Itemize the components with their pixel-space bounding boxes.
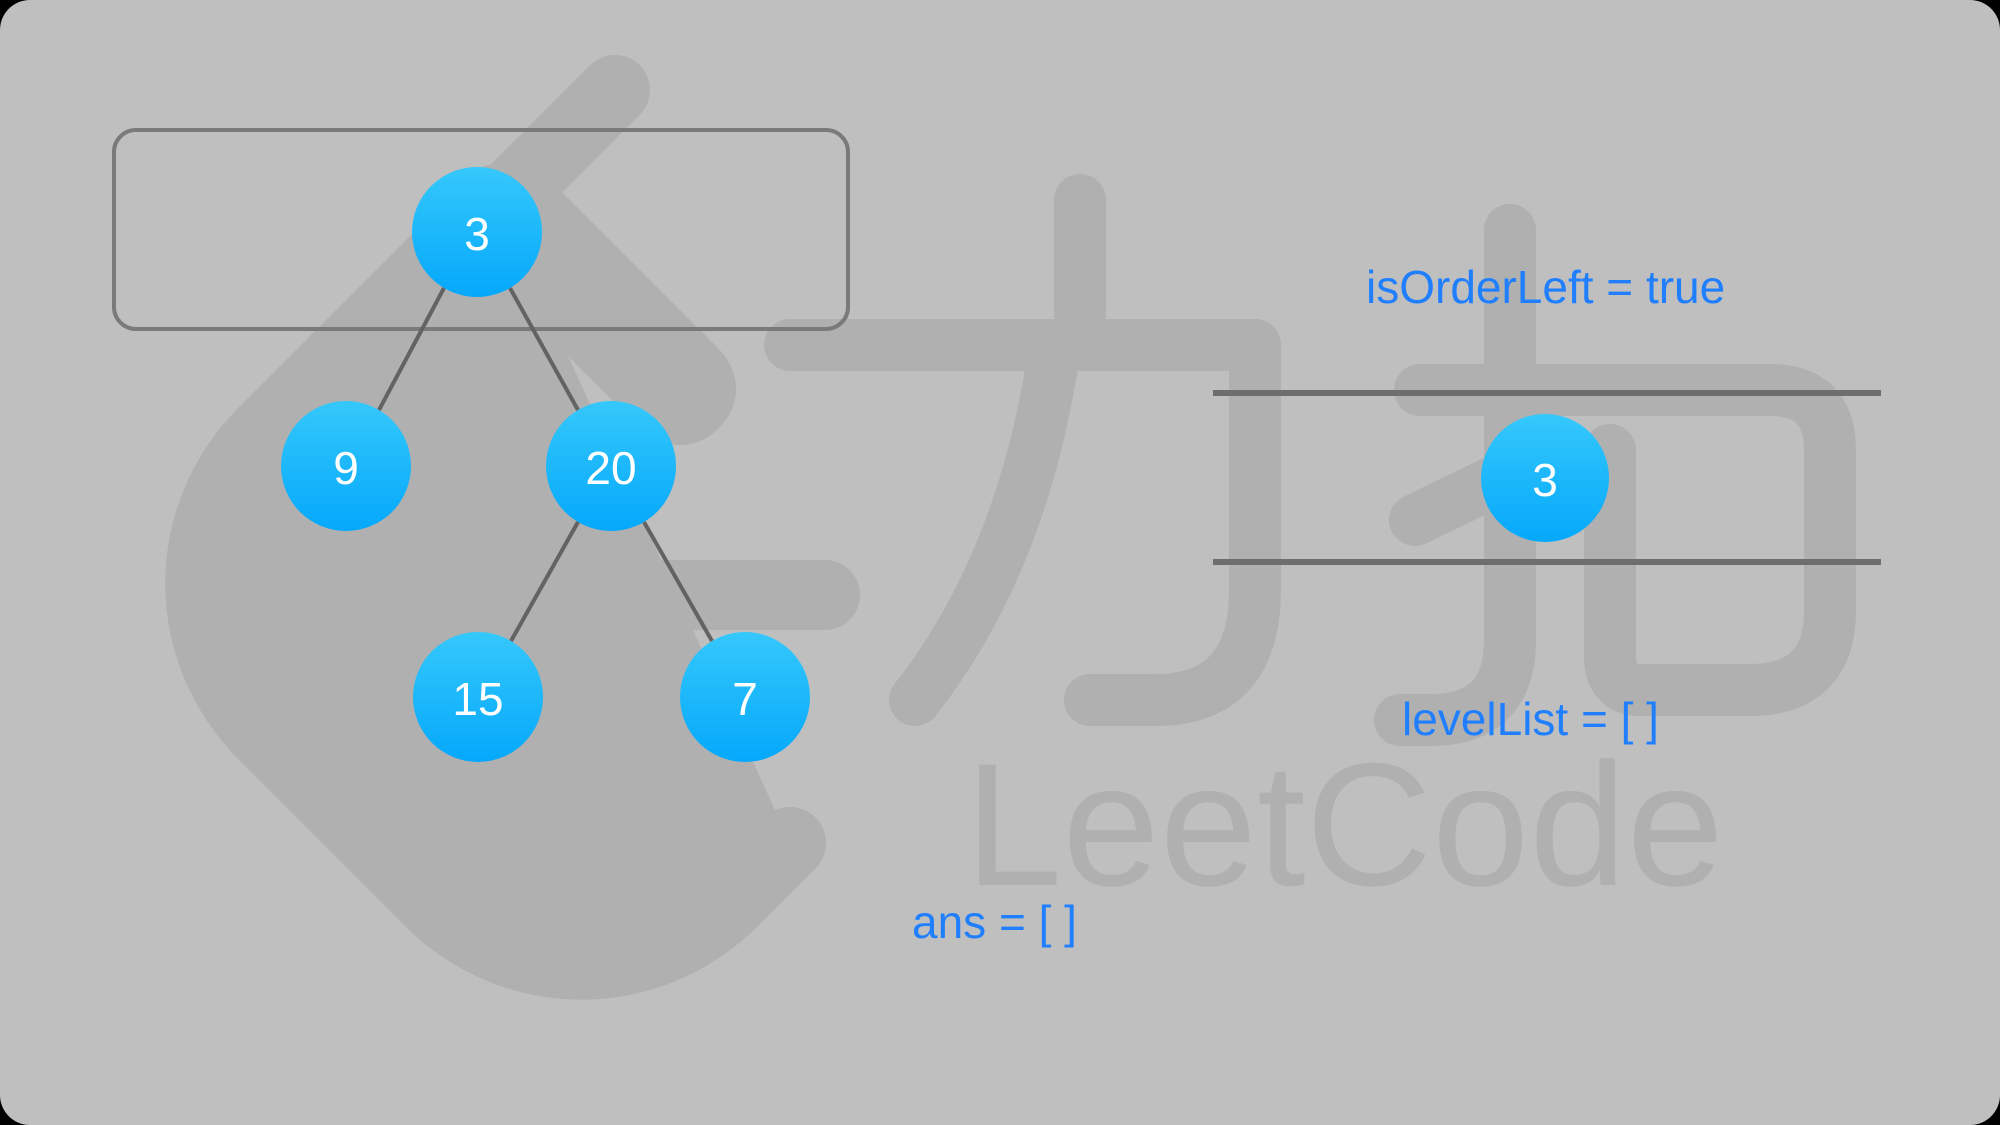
edge-20-15 (509, 521, 580, 642)
node-label: 7 (732, 673, 758, 725)
node-label: 3 (464, 208, 490, 260)
variable-ans: ans = [ ] (912, 896, 1077, 948)
leetcode-wordmark: LeetCode (965, 728, 1724, 923)
node-circle (412, 167, 542, 297)
variable-isorderleft: isOrderLeft = true (1366, 261, 1725, 313)
node-label: 3 (1532, 454, 1558, 506)
tree-node-3[interactable]: 3 (412, 167, 542, 297)
tree-node-20[interactable]: 20 (546, 401, 676, 531)
tree-edges (377, 287, 714, 642)
tree-node-9[interactable]: 9 (281, 401, 411, 531)
tree-node-15[interactable]: 15 (413, 632, 543, 762)
edge-20-7 (642, 521, 714, 642)
node-label: 15 (452, 673, 503, 725)
node-circle (546, 401, 676, 531)
tree-node-7[interactable]: 7 (680, 632, 810, 762)
queue-item-3[interactable]: 3 (1481, 414, 1609, 542)
node-label: 9 (333, 442, 359, 494)
node-circle (413, 632, 543, 762)
node-circle (281, 401, 411, 531)
node-circle (680, 632, 810, 762)
variable-levellist: levelList = [ ] (1402, 693, 1659, 745)
current-level-highlight (112, 128, 850, 331)
cjk-watermark-li (764, 174, 1281, 726)
bfs-queue: 3 (1213, 390, 1881, 565)
node-circle (1481, 414, 1609, 542)
edge-3-20 (508, 287, 580, 411)
edge-3-9 (377, 287, 446, 411)
node-label: 20 (585, 442, 636, 494)
